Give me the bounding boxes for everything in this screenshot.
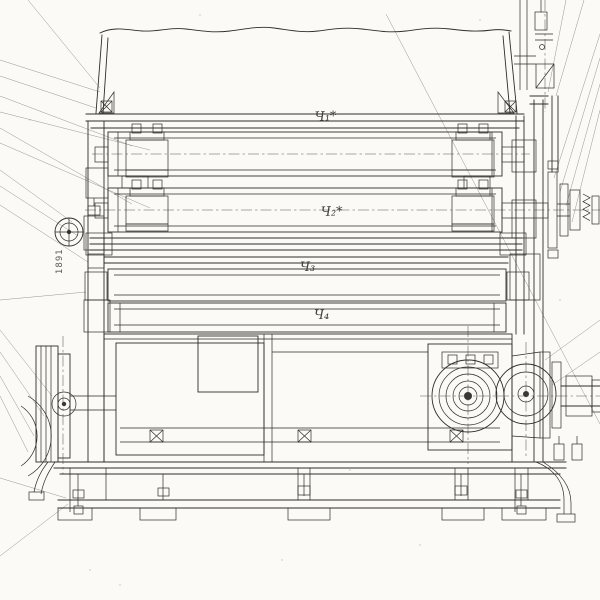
part-label-ch2: Ч₂* (321, 204, 344, 220)
middle-roller (94, 179, 549, 233)
part-label-ch3: Ч₃ (300, 260, 315, 275)
drive-section (103, 333, 600, 463)
base-frame (28, 461, 576, 523)
lower-drum (107, 302, 507, 333)
upper-roller (94, 123, 525, 189)
center-axis-lines (62, 0, 600, 474)
upper-roller-left-bearing (125, 139, 169, 171)
handwheel (54, 198, 105, 251)
shaft-coupling (547, 160, 600, 259)
drain-pipe (535, 461, 572, 514)
terminal-box (197, 335, 259, 393)
top-right-bracket (514, 0, 555, 90)
belt-pulley (20, 345, 116, 477)
part-label-ch4: Ч₄ (314, 308, 329, 323)
spring-zigzag (582, 193, 591, 221)
paper-specks (29, 14, 576, 586)
gear-housing (427, 343, 513, 451)
upper-roller-right-bearing (451, 139, 495, 171)
gear-housing-circles (431, 359, 557, 433)
output-shaft-stub (501, 202, 549, 219)
top-cover (85, 26, 525, 129)
left-frame-column (83, 121, 111, 463)
right-frame-column (509, 95, 559, 463)
leader-lines (0, 0, 600, 557)
part-label-ch1: Ч₁* (314, 109, 337, 125)
frame-cross-beams (84, 232, 530, 333)
serial-mark: 1891 (55, 248, 65, 274)
motor-fins (115, 342, 265, 456)
